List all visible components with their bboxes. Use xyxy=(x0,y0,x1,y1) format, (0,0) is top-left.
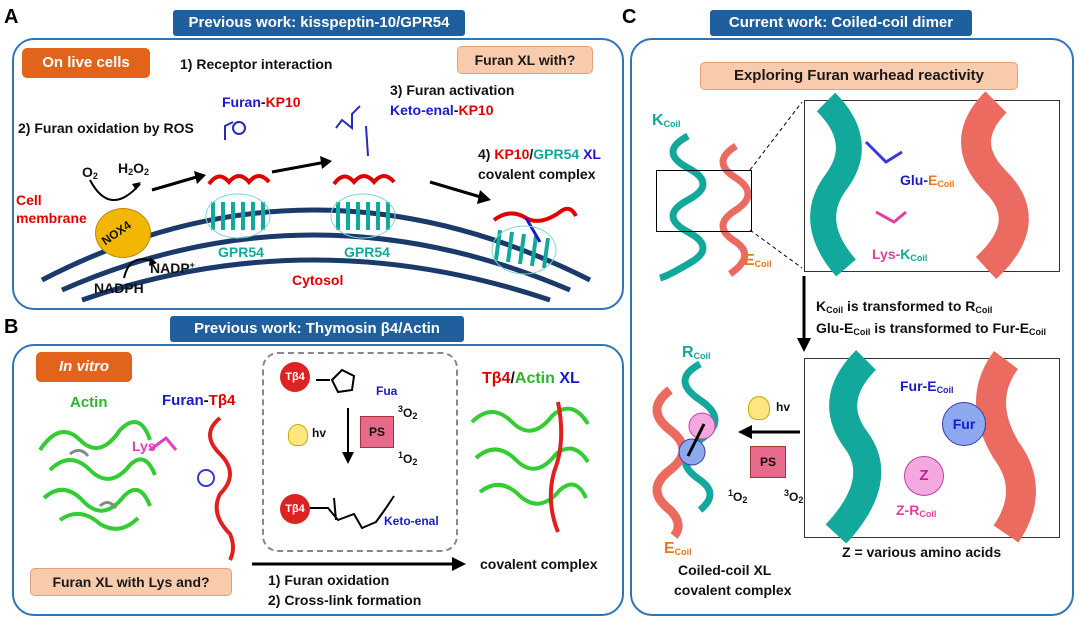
panel-c-label: C xyxy=(622,6,637,28)
gpr54-receptor-2 xyxy=(330,105,396,239)
keto-enal-label-b: Keto-enal xyxy=(384,514,439,528)
k-coil-helix xyxy=(659,132,707,282)
panel-b-label: B xyxy=(4,316,19,338)
furan-ring-fua xyxy=(316,368,356,394)
step4-covalent: covalent complex xyxy=(478,166,596,182)
lightbulb-icon xyxy=(288,424,308,446)
transform-arrow xyxy=(797,276,811,352)
hv-label-c: hv xyxy=(776,400,791,414)
panel-a-banner: Previous work: kisspeptin-10/GPR54 xyxy=(173,10,465,36)
panel-a-label: A xyxy=(4,6,19,28)
arrow-b xyxy=(252,557,466,571)
zoom-helices-bottom xyxy=(825,350,1036,544)
e-coil-label-complex: ECoil xyxy=(664,540,692,557)
fur-sphere: Fur xyxy=(942,402,986,446)
transform-text-1: KCoil is transformed to RCoil xyxy=(816,298,993,315)
tb4-circle-1: Tβ4 xyxy=(280,362,310,392)
r-coil-label: RCoil xyxy=(682,344,711,361)
gpr54-receptor-1 xyxy=(205,121,271,239)
step2-oxidation: 2) Furan oxidation by ROS xyxy=(18,120,194,136)
zoom-lines xyxy=(749,101,803,269)
tb4-circle-2: Tβ4 xyxy=(280,494,310,524)
k-coil-label: KCoil xyxy=(652,112,681,129)
nadph-label: NADPH xyxy=(94,280,144,296)
nox4-enzyme xyxy=(95,208,151,258)
covalent-complex-a xyxy=(491,206,578,275)
e-coil-helix xyxy=(719,143,752,277)
e-coil-label: ECoil xyxy=(744,252,772,269)
furan-xl-with-box: Furan XL with? xyxy=(457,46,593,74)
inset-down-arrow xyxy=(342,408,354,464)
o2-triplet-b: 3O2 xyxy=(398,404,418,421)
panel-c-banner: Current work: Coiled-coil dimer xyxy=(710,10,972,36)
nadph-arrow xyxy=(123,257,157,279)
arrow-a-1 xyxy=(151,171,206,192)
h2o2-label: H2O2 xyxy=(118,160,150,177)
fur-ecoil-label: Fur-ECoil xyxy=(900,378,954,395)
step1-receptor: 1) Receptor interaction xyxy=(180,56,333,72)
z-various-label: Z = various amino acids xyxy=(842,544,1002,560)
actin-structure xyxy=(38,420,178,531)
glu-ecoil-label: Glu-ECoil xyxy=(900,172,955,189)
step3-activation: 3) Furan activation xyxy=(390,82,515,98)
ros-arrow xyxy=(89,179,141,201)
covalent-complex-b: covalent complex xyxy=(480,556,598,572)
step4-label: 4) KP10/GPR54 XL xyxy=(478,146,601,162)
o2-singlet-b: 1O2 xyxy=(398,450,418,467)
reaction-inset xyxy=(262,352,458,552)
furan-tb4-structure xyxy=(197,416,235,561)
tb4-actin-complex xyxy=(470,401,590,533)
transform-text-2: Glu-ECoil is transformed to Fur-ECoil xyxy=(816,320,1047,337)
cytosol-label: Cytosol xyxy=(292,272,344,288)
actin-label: Actin xyxy=(70,394,108,411)
o2-singlet-c: 1O2 xyxy=(728,488,748,505)
z-rcoil-label: Z-RCoil xyxy=(896,502,937,519)
coiled-coil-xl-1: Coiled-coil XL xyxy=(678,562,772,578)
panel-a xyxy=(12,38,624,310)
furan-tb4-label: Furan-Tβ4 xyxy=(162,392,236,409)
arrow-a-2 xyxy=(271,156,332,174)
o2-triplet-c: 3O2 xyxy=(784,488,804,505)
tb4-actin-xl-title: Tβ4/Actin XL xyxy=(482,370,580,387)
zoom-frame xyxy=(656,170,752,232)
ps-box-b: PS xyxy=(360,416,394,448)
o2-label: O2 xyxy=(82,164,98,181)
furan-xl-lys-box: Furan XL with Lys and? xyxy=(30,568,232,596)
exploring-box: Exploring Furan warhead reactivity xyxy=(700,62,1018,90)
ps-box-c: PS xyxy=(750,446,786,478)
step2-crosslink: 2) Cross-link formation xyxy=(268,592,422,608)
step1-furan-oxidation: 1) Furan oxidation xyxy=(268,572,390,588)
cell-membrane-label-2: membrane xyxy=(16,210,87,226)
zoom-helices-top xyxy=(810,91,1029,280)
arrow-a-3 xyxy=(429,180,491,204)
arrow-c xyxy=(738,425,800,439)
nadp-label: NADP+ xyxy=(150,260,195,276)
lys-label: Lys xyxy=(132,438,156,454)
furan-kp10-label: Furan-KP10 xyxy=(222,94,301,110)
fua-label: Fua xyxy=(376,384,398,398)
coiled-coil-xl-2: covalent complex xyxy=(674,582,792,598)
cell-membrane-label-1: Cell xyxy=(16,192,42,208)
coiled-coil-complex xyxy=(652,360,719,539)
keto-enal-structure xyxy=(310,495,395,530)
keto-enal-kp10-label: Keto-enal-KP10 xyxy=(390,102,494,118)
hv-label-b: hv xyxy=(312,426,327,440)
lightbulb-icon-c xyxy=(748,396,770,420)
gpr54-label-2: GPR54 xyxy=(344,244,390,260)
gpr54-label-1: GPR54 xyxy=(218,244,264,260)
in-vitro-box: In vitro xyxy=(36,352,132,382)
lys-kcoil-label: Lys-KCoil xyxy=(872,246,928,263)
z-sphere: Z xyxy=(904,456,944,496)
panel-b-banner: Previous work: Thymosin β4/Actin xyxy=(170,316,464,342)
on-live-cells-box: On live cells xyxy=(22,48,150,78)
